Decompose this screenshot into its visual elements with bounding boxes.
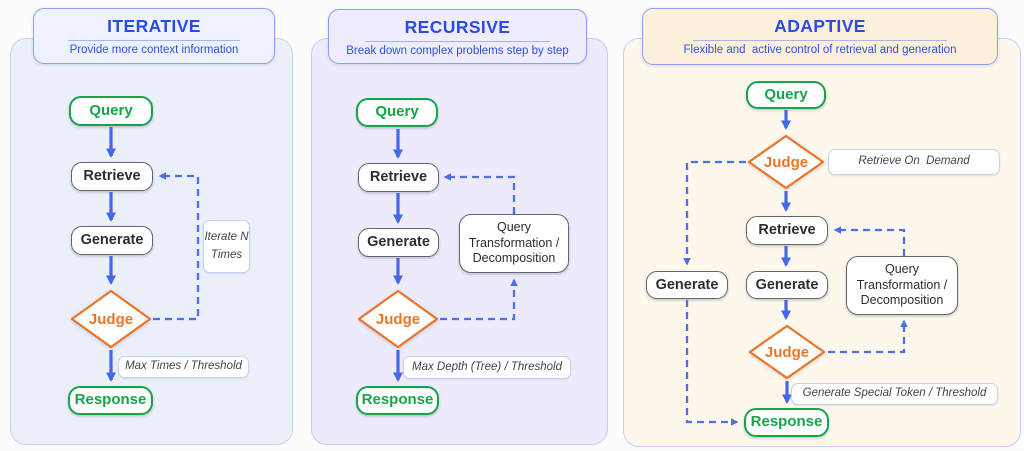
recursive-subtitle: Break down complex problems step by step bbox=[346, 45, 569, 58]
query-node: Query bbox=[356, 98, 438, 127]
response-node: Response bbox=[744, 408, 829, 437]
generate-node: Generate bbox=[71, 226, 153, 255]
generate-node: Generate bbox=[358, 228, 439, 257]
dashed-judge2-transform bbox=[828, 319, 908, 354]
judge-top-label: Judge bbox=[763, 153, 809, 171]
response-node: Response bbox=[68, 386, 153, 415]
diamond-shape bbox=[357, 289, 439, 349]
header-divider bbox=[364, 41, 551, 43]
retrieve-node: Retrieve bbox=[71, 162, 153, 191]
iterate-times-label: Iterate N Times bbox=[203, 220, 250, 273]
recursive-title: RECURSIVE bbox=[404, 17, 511, 37]
generate-special-token-label: Generate Special Token / Threshold bbox=[791, 383, 998, 405]
judge-bottom-diamond: Judge bbox=[747, 324, 827, 380]
panel-adaptive-body: Query Judge Retrieve On Demand Retrieve … bbox=[623, 38, 1021, 447]
query-node: Query bbox=[69, 96, 153, 126]
panel-adaptive: Query Judge Retrieve On Demand Retrieve … bbox=[623, 0, 1021, 451]
recursive-arrows-layer bbox=[393, 129, 518, 382]
judge-top-diamond: Judge bbox=[746, 134, 826, 190]
header-divider bbox=[67, 40, 241, 42]
retrieve-on-demand-label: Retrieve On Demand bbox=[828, 149, 1000, 175]
query-transformation-node: Query Transformation / Decomposition bbox=[459, 214, 569, 273]
retrieve-node: Retrieve bbox=[358, 163, 439, 192]
query-node: Query bbox=[746, 81, 826, 109]
judge-bottom-label: Judge bbox=[764, 343, 810, 361]
diamond-shape bbox=[70, 289, 152, 349]
iterative-subtitle: Provide more context information bbox=[69, 44, 239, 57]
adaptive-title: ADAPTIVE bbox=[774, 16, 866, 36]
judge-diamond: Judge bbox=[69, 289, 153, 349]
max-depth-threshold-label: Max Depth (Tree) / Threshold bbox=[403, 356, 571, 379]
panel-adaptive-header: ADAPTIVE Flexible and active control of … bbox=[642, 8, 998, 65]
judge-label: Judge bbox=[88, 310, 134, 328]
query-transformation-node: Query Transformation / Decomposition bbox=[846, 256, 958, 315]
dashed-transform-retrieve bbox=[833, 226, 906, 256]
generate-node: Generate bbox=[746, 271, 828, 299]
dashed-judge-transform bbox=[440, 278, 518, 321]
dashed-generate-side-response bbox=[685, 300, 739, 426]
max-times-threshold-label: Max Times / Threshold bbox=[118, 356, 249, 378]
iterative-arrows-layer bbox=[106, 127, 200, 382]
panel-recursive-header: RECURSIVE Break down complex problems st… bbox=[328, 9, 587, 64]
diamond-shape bbox=[747, 134, 825, 190]
adaptive-subtitle: Flexible and active control of retrieval… bbox=[683, 44, 957, 57]
adaptive-arrows-layer bbox=[683, 110, 908, 426]
header-divider bbox=[692, 40, 948, 42]
panel-iterative: Query Retrieve Generate Judge Iterate N … bbox=[10, 0, 293, 451]
iterative-title: ITERATIVE bbox=[107, 16, 201, 36]
panel-iterative-header: ITERATIVE Provide more context informati… bbox=[33, 8, 275, 64]
panel-iterative-body: Query Retrieve Generate Judge Iterate N … bbox=[10, 38, 293, 445]
panel-recursive: Query Retrieve Generate Query Transforma… bbox=[311, 0, 608, 451]
judge-label: Judge bbox=[375, 310, 421, 328]
diamond-shape bbox=[748, 324, 826, 380]
dashed-judge-generate-side bbox=[683, 160, 746, 266]
dashed-transform-retrieve bbox=[443, 173, 516, 214]
dashed-loop-judge-retrieve bbox=[153, 172, 200, 321]
judge-diamond: Judge bbox=[356, 289, 440, 349]
panel-recursive-body: Query Retrieve Generate Query Transforma… bbox=[311, 38, 608, 445]
response-node: Response bbox=[356, 386, 439, 415]
generate-side-node: Generate bbox=[646, 271, 728, 299]
retrieve-node: Retrieve bbox=[746, 216, 828, 245]
